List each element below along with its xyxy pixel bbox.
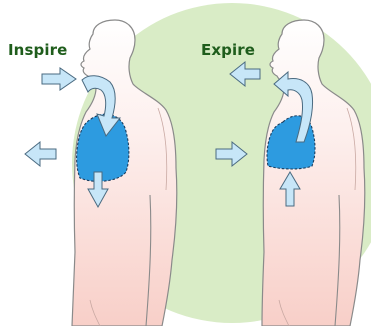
inspire-chest-out-arrow (25, 142, 56, 166)
inspire-label: Inspire (8, 41, 67, 59)
expire-label: Expire (201, 41, 255, 59)
inspire-inflow-arrow (42, 68, 76, 90)
